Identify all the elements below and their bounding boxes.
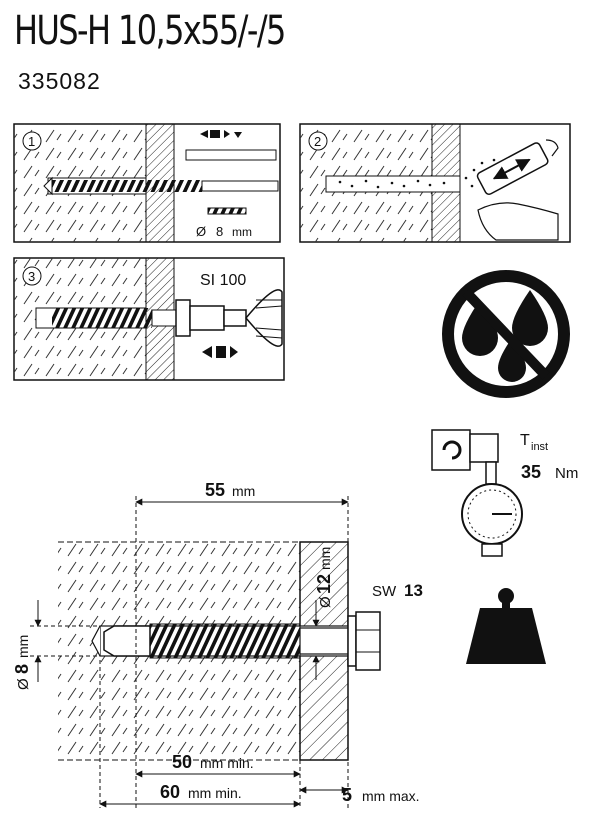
step-2-number-circle (308, 131, 328, 151)
hole-diameter-symbol: Ø (317, 596, 334, 608)
hand-icon (477, 202, 559, 241)
step-3-number-circle (22, 266, 42, 286)
step-1-diameter-value: 8 (216, 224, 223, 239)
torque-subscript: inst (531, 441, 548, 453)
drill-diameter-symbol: Ø (15, 678, 32, 690)
embed-depth-unit: mm (232, 483, 255, 499)
dimension-lines (30, 496, 349, 808)
drill-mode-icon (185, 149, 277, 161)
step-2-number: 2 (314, 134, 321, 149)
max-fixture-unit: mm max. (362, 788, 420, 804)
step-1-diameter-symbol: Ø (196, 224, 206, 239)
step-1-number-circle (22, 131, 42, 151)
torque-unit: Nm (555, 465, 578, 482)
hex-head-icon (355, 611, 381, 671)
step-1-panel: 1 Ø 8 mm (13, 123, 281, 243)
step-2-panel: 2 (299, 123, 571, 243)
impact-mode-icon (202, 346, 238, 358)
blow-pump-icon (476, 142, 549, 195)
article-number: 335082 (18, 68, 101, 94)
wrench-size-label: SW (372, 583, 397, 600)
drill-diameter-unit: mm (15, 635, 31, 658)
drill-bit-icon (52, 180, 202, 192)
max-fixture-value: 5 (342, 785, 352, 805)
min-hole-unit: mm min. (188, 785, 242, 801)
drill-bit-small-icon (207, 207, 247, 215)
min-hole-value: 60 (160, 782, 180, 802)
wrench-size-value: 13 (404, 581, 423, 600)
drill-diameter-value: 8 (12, 664, 32, 674)
hole-diameter-unit: mm (317, 547, 333, 570)
torque-symbol: T (520, 432, 530, 449)
step-1-number: 1 (28, 134, 35, 149)
impact-wrench-icon (175, 289, 283, 347)
torque-wrench-icon (431, 429, 523, 557)
product-title: HUS-H 10,5x55/-/5 (14, 8, 286, 54)
step-3-panel: 3 SI 100 (13, 257, 285, 381)
static-load-icon (466, 588, 546, 664)
step-1-diameter-unit: mm (232, 225, 252, 239)
torque-value: 35 (521, 462, 541, 482)
screw-anchor-icon (52, 308, 152, 328)
hole-diameter-value: 12 (314, 574, 334, 594)
min-embed-value: 50 (172, 752, 192, 772)
no-water-icon (442, 270, 570, 398)
step-3-tool-label: SI 100 (200, 272, 246, 289)
min-embed-unit: mm min. (200, 755, 254, 771)
embed-depth-value: 55 (205, 480, 225, 500)
step-3-number: 3 (28, 269, 35, 284)
